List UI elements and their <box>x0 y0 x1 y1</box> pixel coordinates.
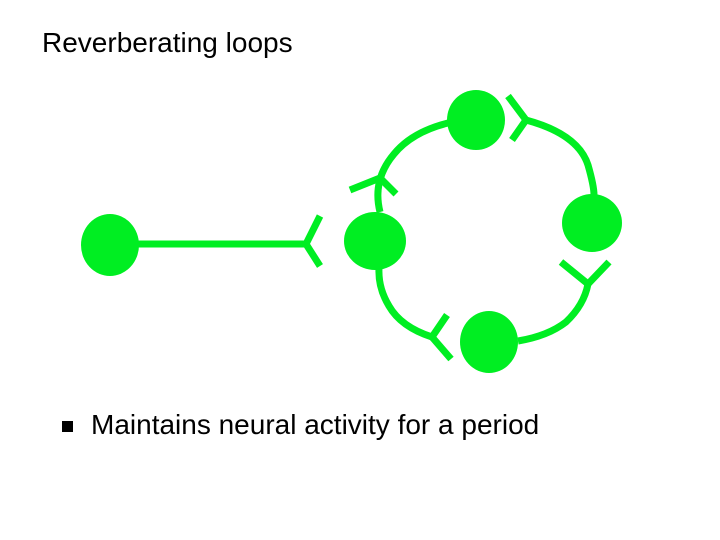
input-neuron <box>81 214 139 276</box>
synapse-on-4 <box>427 313 454 362</box>
input-synapse <box>301 214 324 268</box>
axon-2-to-3 <box>525 116 598 196</box>
axon-3-to-4 <box>517 283 592 345</box>
synapse-on-2 <box>505 93 531 143</box>
bullet-item: Maintains neural activity for a period <box>62 409 539 441</box>
synapse-on-1 <box>348 173 399 197</box>
loop-neuron-1 <box>344 212 406 270</box>
axon-1-to-2 <box>374 119 449 213</box>
bullet-square-icon <box>62 420 73 432</box>
loop-neuron-3 <box>562 194 622 252</box>
loop-neuron-2 <box>447 90 505 150</box>
axon-4-to-1 <box>375 267 434 341</box>
slide-title: Reverberating loops <box>42 27 293 58</box>
bullet-text: Maintains neural activity for a period <box>91 409 540 440</box>
loop-neuron-4 <box>460 311 518 373</box>
synapse-on-3 <box>558 259 612 289</box>
